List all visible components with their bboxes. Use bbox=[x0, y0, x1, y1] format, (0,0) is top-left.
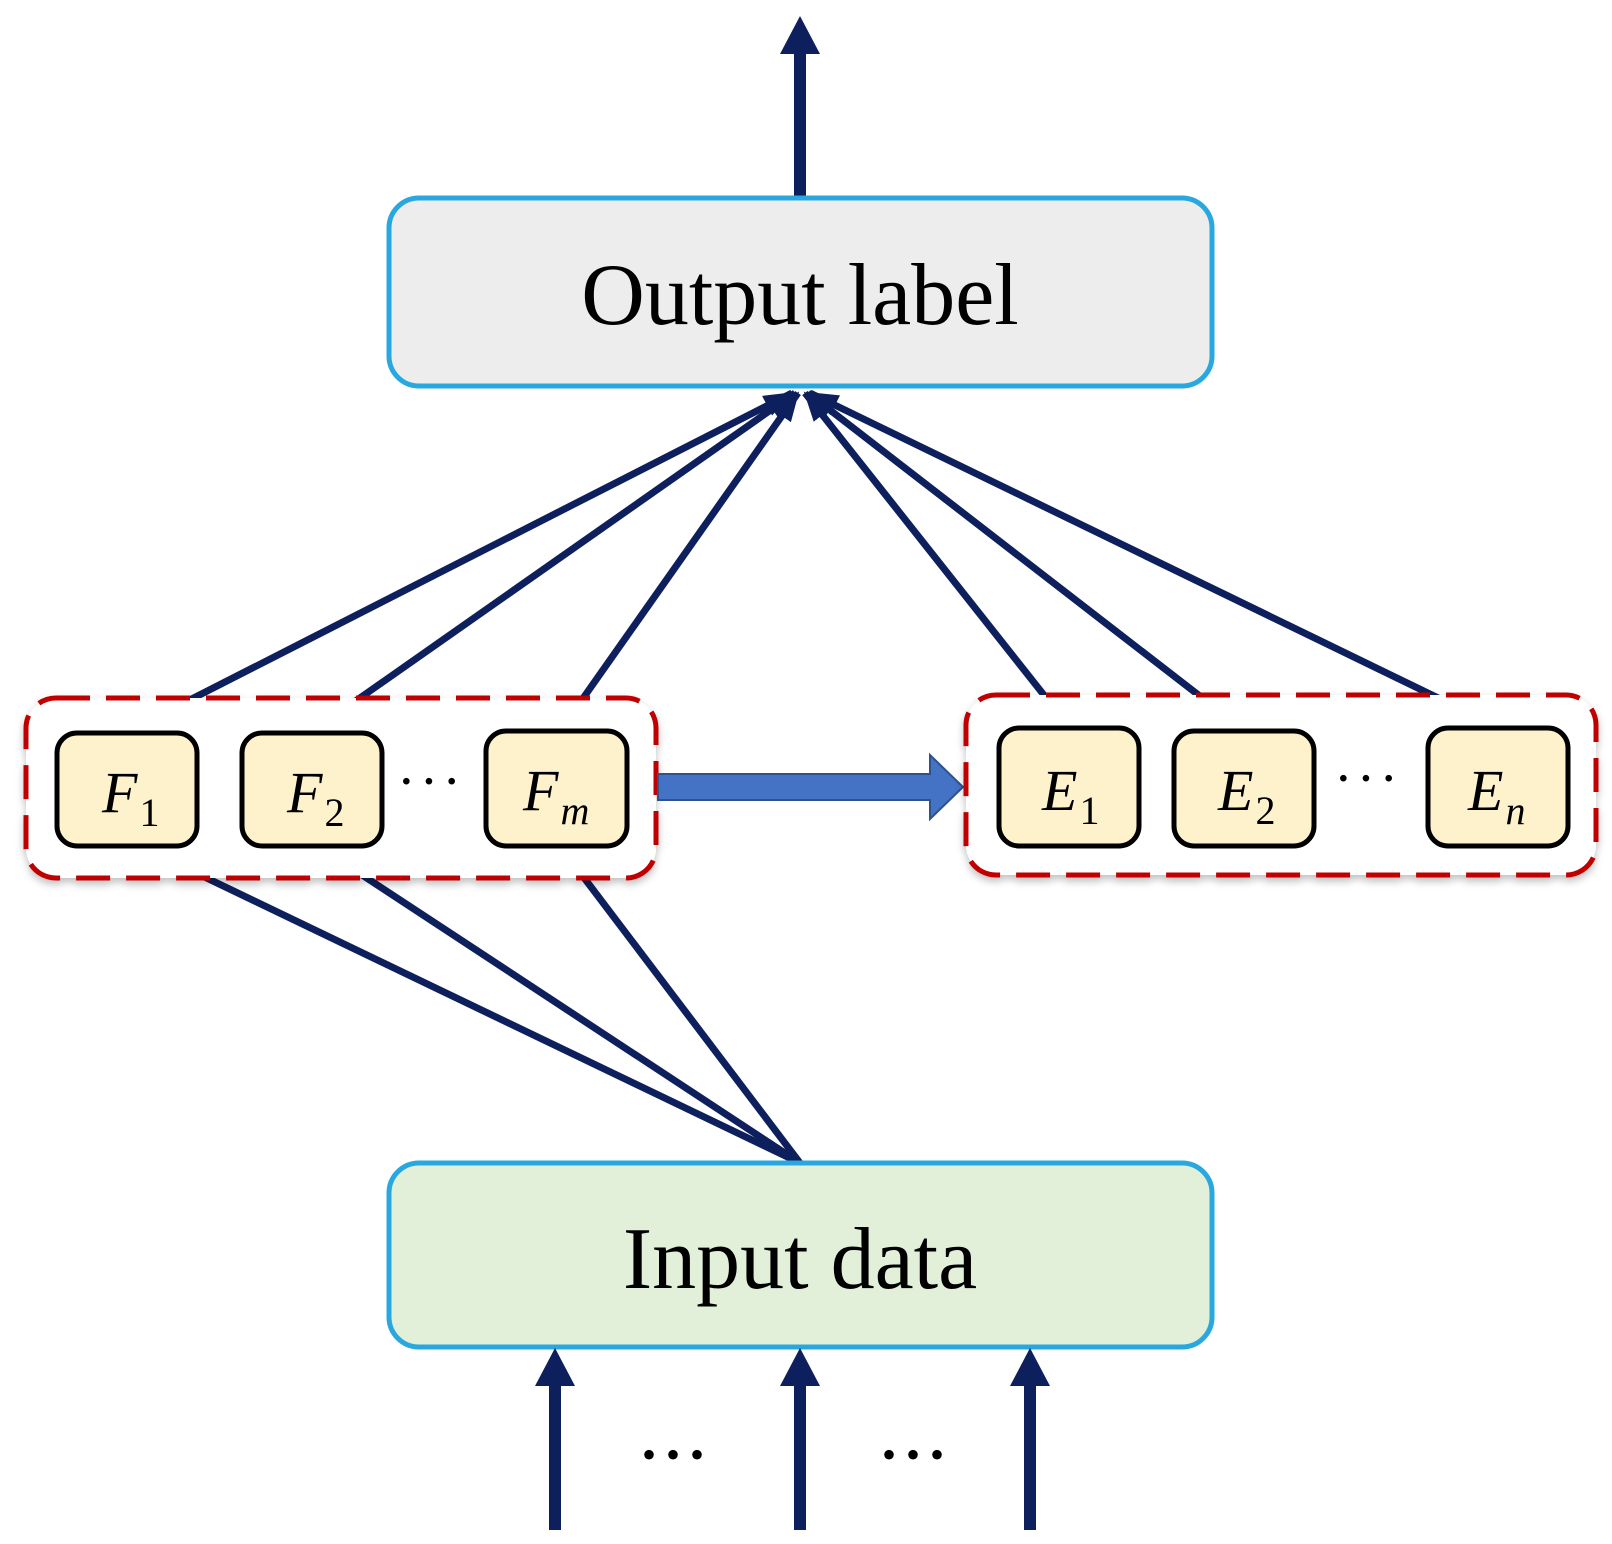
node-f1-sub: 1 bbox=[139, 790, 159, 835]
edge-input-f1 bbox=[138, 842, 802, 1167]
node-e1-base: E bbox=[1041, 758, 1077, 823]
svg-text:En: En bbox=[1467, 758, 1525, 833]
svg-text:F1: F1 bbox=[101, 760, 159, 835]
input-arrow-left bbox=[535, 1348, 575, 1530]
node-en: En bbox=[1425, 725, 1571, 849]
node-fm: Fm bbox=[483, 728, 630, 849]
svg-text:E2: E2 bbox=[1217, 758, 1275, 833]
edge-e1-output bbox=[802, 390, 1073, 731]
output-arrow bbox=[780, 16, 820, 198]
node-en-sub: n bbox=[1505, 788, 1525, 833]
e-group: E1 E2 ··· En bbox=[963, 692, 1599, 878]
node-f1: F1 bbox=[54, 730, 200, 849]
edge-en-output bbox=[808, 389, 1502, 732]
node-f2: F2 bbox=[239, 730, 385, 849]
node-e1: E1 bbox=[996, 725, 1142, 849]
edge-f1-output bbox=[123, 389, 794, 737]
bottom-input-arrows: ••• ••• bbox=[535, 1348, 1050, 1530]
input-box: Input data bbox=[386, 1160, 1215, 1350]
node-e2-base: E bbox=[1217, 758, 1253, 823]
bottom-ellipsis-left: ••• bbox=[642, 1432, 714, 1477]
edge-e2-output bbox=[805, 390, 1248, 734]
transfer-block-arrow bbox=[657, 752, 965, 822]
node-f2-base: F bbox=[286, 760, 323, 825]
node-f1-base: F bbox=[101, 760, 138, 825]
edges-to-output bbox=[123, 389, 1502, 737]
edge-input-fm bbox=[557, 843, 803, 1166]
output-box: Output label bbox=[386, 195, 1215, 389]
e-group-ellipsis: ··· bbox=[1334, 748, 1402, 810]
edges-from-input bbox=[138, 842, 803, 1167]
edge-f2-output bbox=[307, 390, 798, 736]
f-group-ellipsis: ··· bbox=[397, 751, 465, 813]
input-arrow-center bbox=[780, 1348, 820, 1530]
node-e1-sub: 1 bbox=[1079, 788, 1099, 833]
svg-text:F2: F2 bbox=[286, 760, 344, 835]
node-f2-sub: 2 bbox=[324, 790, 344, 835]
svg-text:Fm: Fm bbox=[522, 758, 589, 833]
input-box-label: Input data bbox=[623, 1211, 977, 1308]
node-fm-sub: m bbox=[560, 788, 589, 833]
node-en-base: E bbox=[1467, 758, 1503, 823]
node-fm-base: F bbox=[522, 758, 559, 823]
edge-input-f2 bbox=[316, 843, 802, 1166]
node-e2-sub: 2 bbox=[1255, 788, 1275, 833]
svg-text:E1: E1 bbox=[1041, 758, 1099, 833]
bottom-ellipsis-right: ••• bbox=[882, 1432, 954, 1477]
output-box-label: Output label bbox=[581, 247, 1018, 344]
edge-fm-output bbox=[557, 390, 801, 734]
f-group: F1 F2 ··· Fm bbox=[23, 695, 659, 881]
node-e2: E2 bbox=[1171, 728, 1317, 849]
input-arrow-right bbox=[1010, 1348, 1050, 1530]
